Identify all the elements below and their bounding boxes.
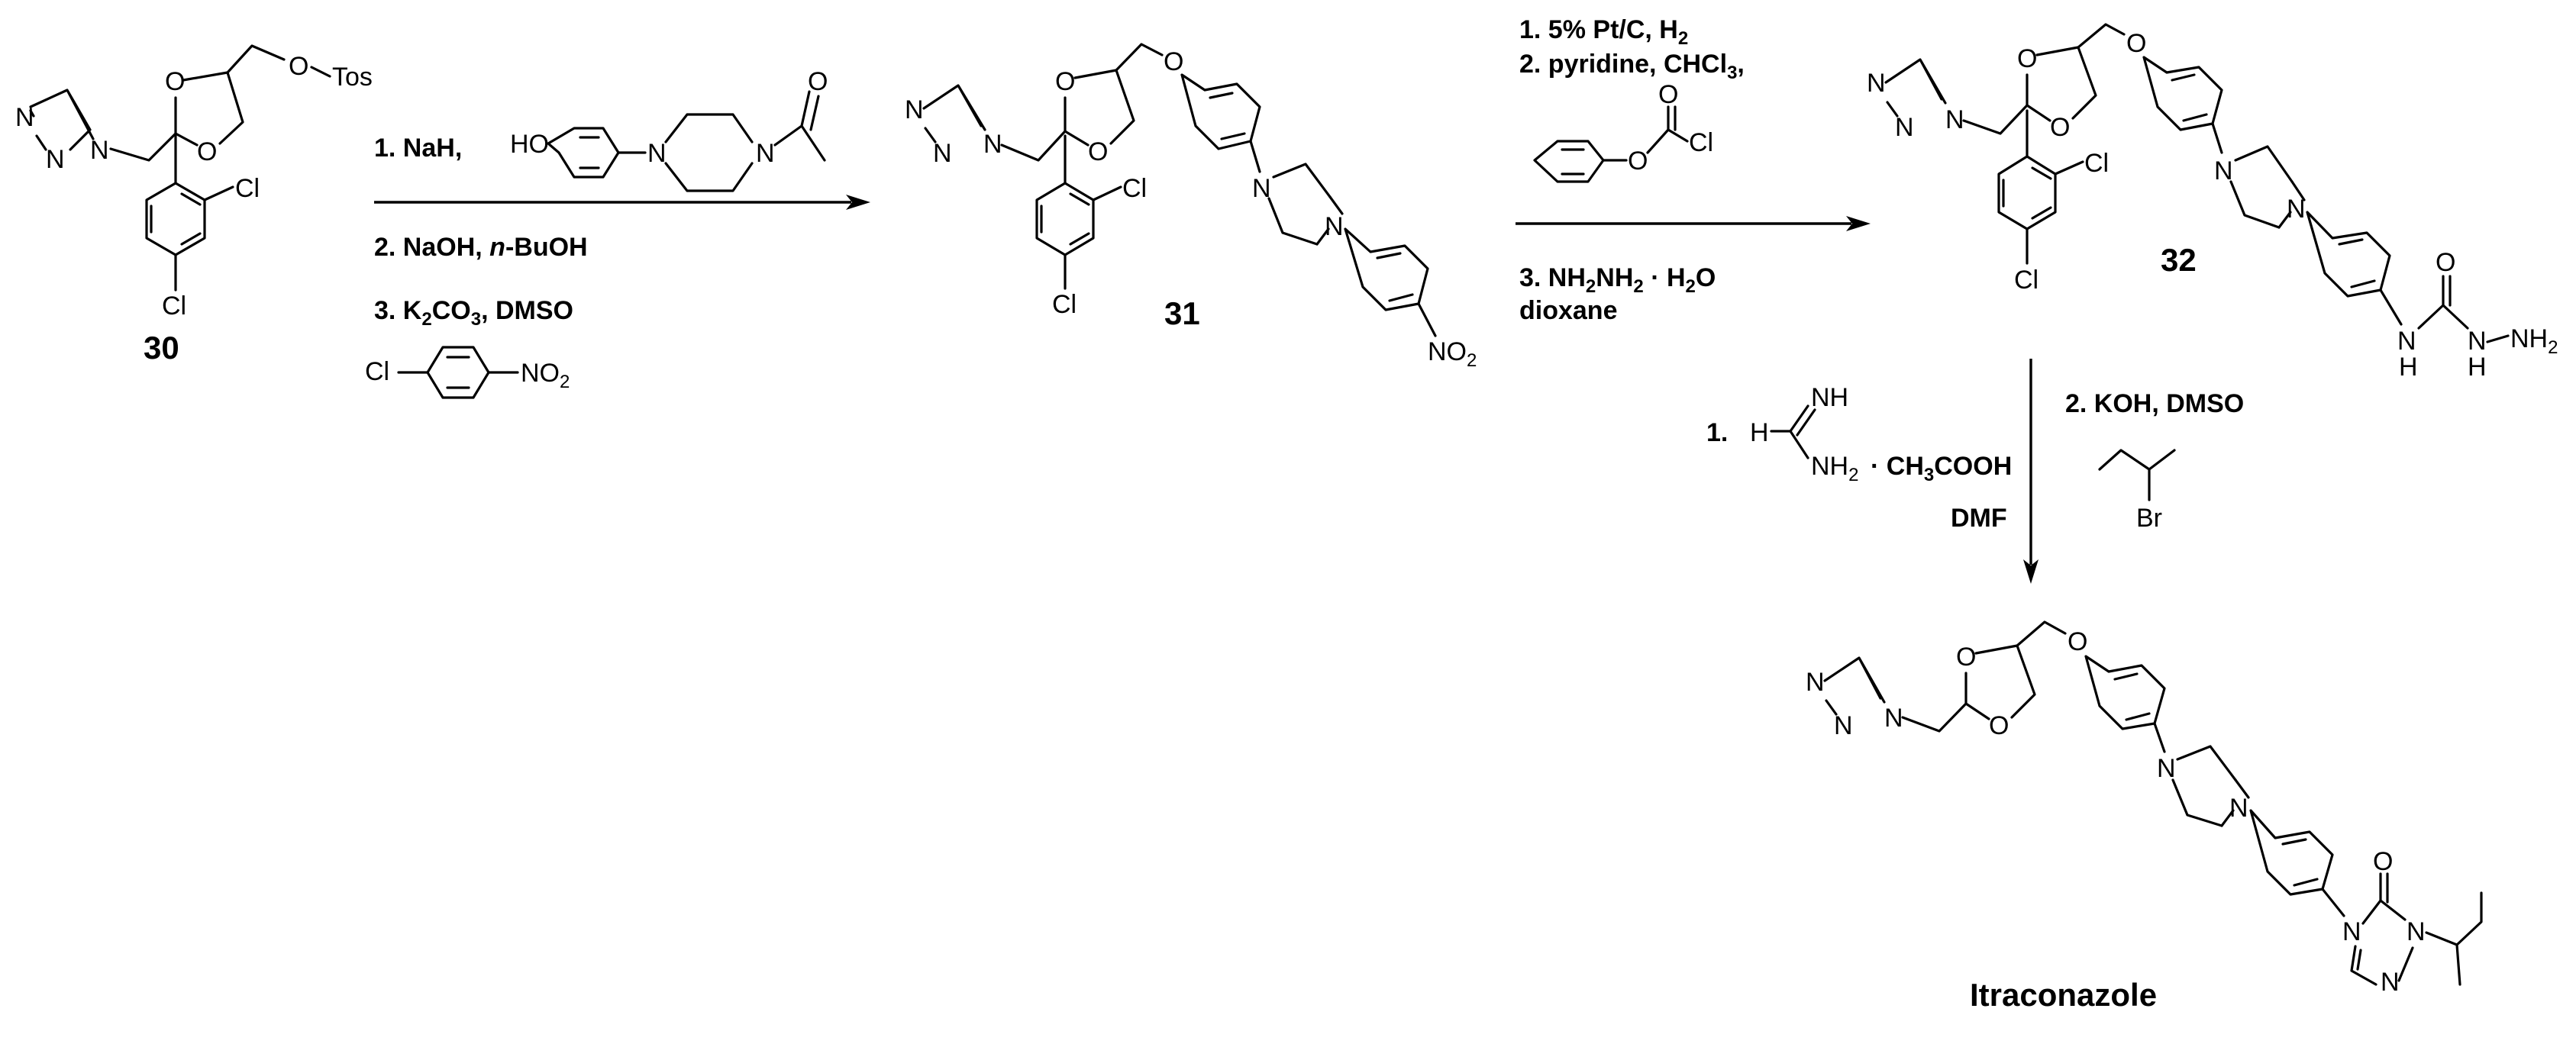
atom-nh: NH: [1811, 383, 1848, 412]
condition-line: dioxane: [1519, 296, 1617, 325]
step2-reagents: 1. 5% Pt/C, H2 2. pyridine, CHCl3, O O C…: [1516, 15, 1871, 325]
atom-cl: Cl: [365, 357, 389, 386]
acetic-acid-label: · CH3COOH: [1871, 452, 2012, 485]
atom-cl: Cl: [1052, 290, 1077, 319]
step1-reagents: 1. NaH, HO N N O 2. NaOH, n-BuOH 3. K2CO…: [365, 67, 870, 399]
atom-o: O: [1055, 67, 1075, 96]
atom-ho: HO: [510, 130, 549, 159]
atom-n: N: [1806, 668, 1825, 697]
step3-left-number: 1.: [1706, 418, 1728, 447]
atom-n: N: [905, 95, 924, 124]
atom-nh2: NH2: [1811, 452, 1858, 485]
atom-cl: Cl: [2084, 149, 2109, 178]
atom-o: O: [289, 52, 308, 81]
atom-o: O: [2373, 847, 2393, 876]
step3-right-conditions: 2. KOH, DMSO: [2065, 389, 2244, 418]
step3-solvent: DMF: [1951, 504, 2007, 533]
compound-label-itraconazole: Itraconazole: [1970, 977, 2157, 1013]
atom-cl: Cl: [1122, 174, 1147, 203]
atom-no2: NO2: [521, 359, 570, 392]
atom-o: O: [2017, 44, 2037, 73]
atom-o: O: [808, 67, 828, 96]
atom-n: N: [2468, 327, 2487, 356]
atom-n: N: [1884, 704, 1903, 733]
atom-n: N: [2287, 195, 2306, 224]
compound-31: N N N O O O N N NO2 Cl Cl 31: [905, 43, 1477, 371]
condition-line: 3. NH2NH2 · H2O: [1519, 263, 1716, 297]
atom-nh2: NH2: [2510, 324, 2558, 358]
compound-label-30: 30: [144, 330, 179, 366]
atom-cl: Cl: [1689, 128, 1713, 157]
atom-n: N: [2157, 754, 2176, 783]
atom-n: N: [756, 139, 775, 168]
atom-cl: Cl: [235, 174, 260, 203]
compound-itraconazole: N N N O O O N N N O N N Itraconazole: [1806, 620, 2483, 1013]
atom-h: H: [2468, 353, 2487, 382]
atom-o: O: [1989, 711, 2009, 740]
condition-line: 2. NaOH, n-BuOH: [374, 233, 588, 262]
compound-label-31: 31: [1164, 295, 1200, 331]
atom-n: N: [2407, 917, 2426, 946]
atom-n: N: [90, 136, 109, 165]
atom-n: N: [2214, 156, 2233, 185]
atom-cl: Cl: [162, 292, 186, 321]
atom-o: O: [2436, 248, 2455, 277]
atom-n: N: [647, 139, 667, 168]
condition-line: 1. 5% Pt/C, H2: [1519, 15, 1688, 49]
atom-o: O: [1628, 147, 1648, 176]
atom-o: O: [1164, 47, 1183, 76]
compound-30: N N N O O O Tos Cl Cl 30: [15, 44, 373, 366]
atom-n: N: [983, 130, 1002, 159]
atom-n: N: [2229, 794, 2248, 823]
condition-line: 3. K2CO3, DMSO: [374, 296, 573, 330]
atom-n: N: [2381, 968, 2400, 997]
atom-cl: Cl: [2014, 266, 2039, 295]
compound-label-32: 32: [2161, 242, 2197, 278]
atom-o: O: [2050, 113, 2070, 142]
atom-o: O: [2126, 29, 2146, 58]
atom-o: O: [1658, 80, 1678, 109]
compound-32: N N N O O O N N N H O N H NH2 Cl Cl 32: [1867, 23, 2558, 382]
condition-line: 2. pyridine, CHCl3,: [1519, 50, 1745, 83]
atom-o: O: [1088, 137, 1108, 166]
atom-o: O: [197, 137, 217, 166]
atom-n: N: [1867, 69, 1886, 98]
atom-br: Br: [2136, 504, 2162, 533]
atom-n: N: [933, 139, 952, 168]
atom-h: H: [2399, 353, 2418, 382]
condition-line: 1. NaH,: [374, 134, 462, 163]
atom-n: N: [2397, 327, 2416, 356]
step3-reagents: 1. H NH NH2 · CH3COOH DMF 2. KOH, DMSO B…: [1706, 359, 2244, 584]
atom-h: H: [1750, 418, 1769, 447]
atom-o: O: [2068, 627, 2087, 656]
atom-o: O: [165, 67, 185, 96]
tosyl-label: Tos: [332, 63, 373, 92]
atom-n: N: [46, 145, 65, 174]
atom-n: N: [1325, 212, 1344, 241]
atom-n: N: [2342, 917, 2361, 946]
atom-n: N: [1895, 113, 1914, 142]
atom-n: N: [1834, 711, 1853, 740]
atom-n: N: [1945, 105, 1964, 134]
atom-o: O: [1956, 643, 1976, 672]
atom-no2: NO2: [1428, 337, 1477, 371]
